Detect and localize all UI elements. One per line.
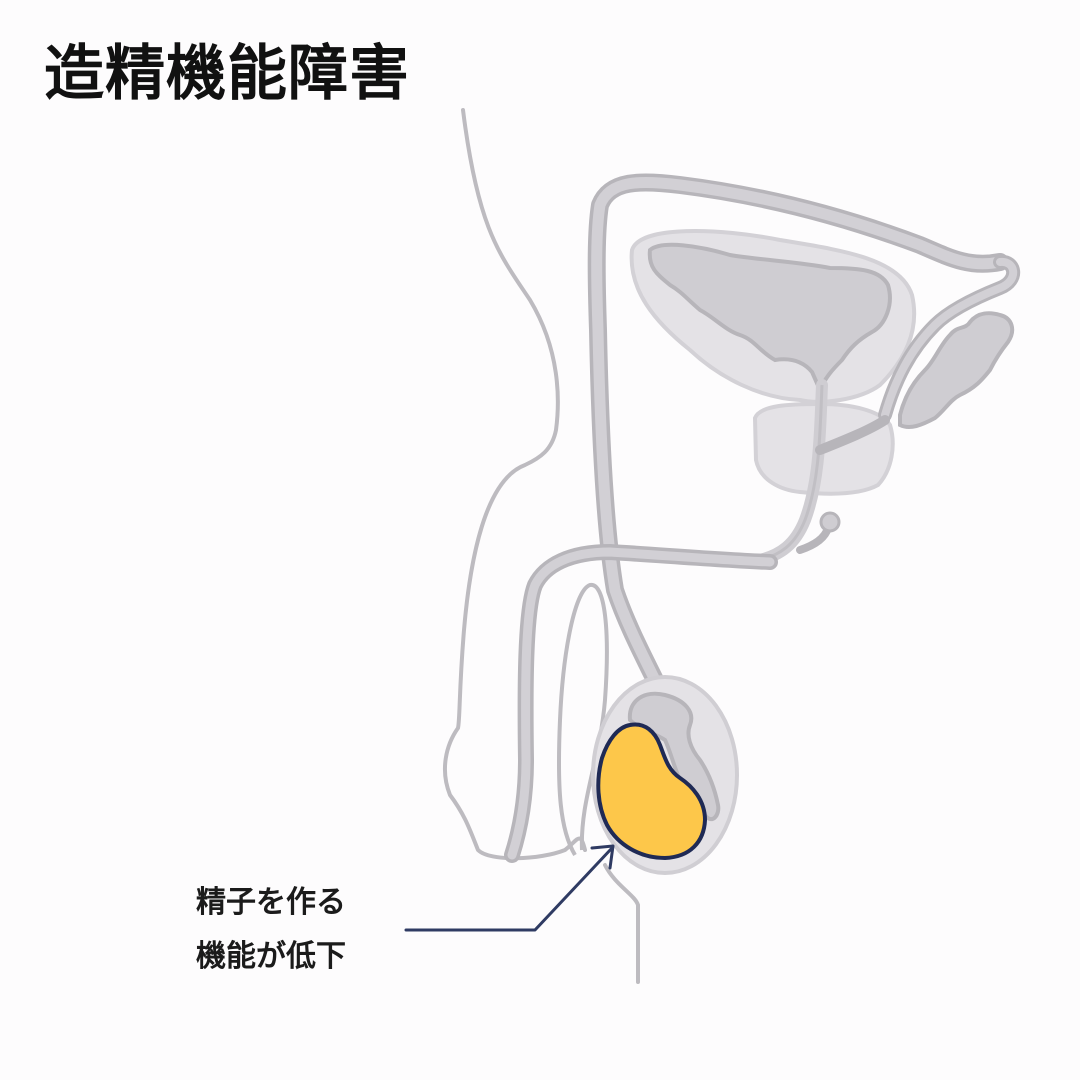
page-title: 造精機能障害 <box>44 39 410 109</box>
pointer-line <box>404 846 614 932</box>
seminal-vesicle <box>898 311 1015 429</box>
testis <box>596 722 708 861</box>
bladder-cavity <box>647 242 892 396</box>
epididymis <box>627 691 721 822</box>
callout-line-2: 機能が低下 <box>196 939 346 974</box>
callout-line-1: 精子を作る <box>196 885 346 920</box>
scrotum-lower-outline <box>603 863 640 984</box>
pointer-arrowhead <box>590 844 615 870</box>
bulbourethral-gland <box>819 511 841 533</box>
body-outline <box>442 108 587 861</box>
callout-label: 精子を作る 機能が低下 <box>196 876 346 984</box>
